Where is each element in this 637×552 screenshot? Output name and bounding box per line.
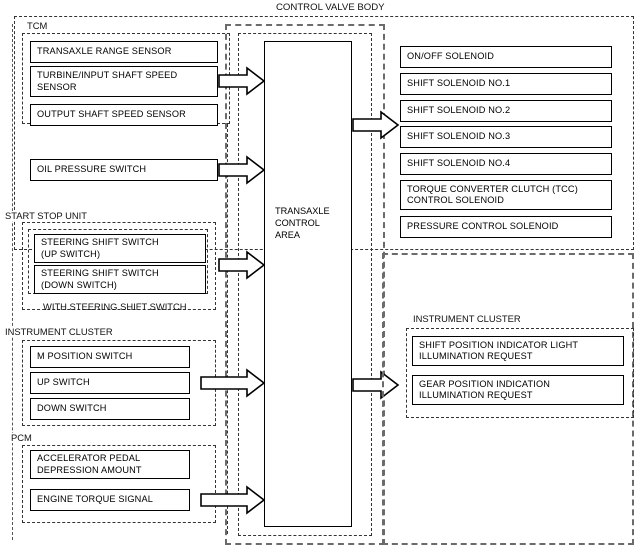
box-m-position-switch[interactable]: M POSITION SWITCH	[30, 346, 190, 368]
box-label: GEAR POSITION INDICATION ILLUMINATION RE…	[419, 378, 551, 401]
arrow-steering-switch-to-transaxle	[218, 250, 266, 280]
frame-title-instrument-cluster-right: INSTRUMENT CLUSTER	[410, 314, 524, 324]
frame-transaxle-outer	[225, 24, 385, 545]
box-label: STEERING SHIFT SWITCH (UP SWITCH)	[41, 237, 159, 259]
box-label: UP SWITCH	[37, 377, 90, 388]
box-shift-solenoid-no3[interactable]: SHIFT SOLENOID NO.3	[400, 126, 612, 148]
frame-title-with-steering-shift-switch: WITH STEERING SHIFT SWITCH	[43, 301, 187, 312]
box-transaxle-range-sensor[interactable]: TRANSAXLE RANGE SENSOR	[30, 41, 218, 63]
box-output-shaft-speed-sensor[interactable]: OUTPUT SHAFT SPEED SENSOR	[30, 104, 218, 126]
box-label: SHIFT POSITION INDICATOR LIGHT ILLUMINAT…	[419, 339, 579, 362]
box-shift-position-indicator-light-illumination-request[interactable]: SHIFT POSITION INDICATOR LIGHT ILLUMINAT…	[412, 336, 624, 366]
box-torque-converter-clutch-control-solenoid[interactable]: TORQUE CONVERTER CLUTCH (TCC) CONTROL SO…	[400, 180, 612, 210]
diagram-title: CONTROL VALVE BODY	[276, 2, 385, 13]
arrow-transaxle-to-solenoids	[352, 110, 400, 140]
frame-title-start-stop-unit: START STOP UNIT	[2, 211, 90, 221]
box-label: TRANSAXLE CONTROL AREA	[275, 206, 330, 240]
frame-title-pcm: PCM	[8, 433, 35, 443]
frame-transaxle-inner	[238, 33, 372, 536]
box-shift-solenoid-no1[interactable]: SHIFT SOLENOID NO.1	[400, 73, 612, 95]
box-label: ACCELERATOR PEDAL DEPRESSION AMOUNT	[37, 453, 142, 475]
box-steering-shift-switch-down[interactable]: STEERING SHIFT SWITCH (DOWN SWITCH)	[34, 265, 206, 294]
frame-input-bus-left-rail	[12, 24, 236, 540]
box-pressure-control-solenoid[interactable]: PRESSURE CONTROL SOLENOID	[400, 216, 612, 238]
frame-start-stop-unit	[22, 222, 216, 310]
box-label: SHIFT SOLENOID NO.4	[407, 158, 511, 169]
arrow-pcm-to-transaxle	[200, 485, 266, 515]
box-down-switch[interactable]: DOWN SWITCH	[30, 398, 190, 420]
box-label: M POSITION SWITCH	[37, 351, 133, 362]
arrow-oil-pressure-to-transaxle	[218, 155, 266, 185]
box-label: DOWN SWITCH	[37, 403, 107, 414]
box-label: PRESSURE CONTROL SOLENOID	[407, 221, 559, 232]
box-gear-position-indication-illumination-request[interactable]: GEAR POSITION INDICATION ILLUMINATION RE…	[412, 375, 624, 405]
arrow-tcm-to-transaxle	[218, 66, 266, 96]
box-label: SHIFT SOLENOID NO.2	[407, 105, 511, 116]
box-label: TRANSAXLE RANGE SENSOR	[37, 46, 172, 57]
arrow-transaxle-to-instrument-cluster	[352, 370, 400, 400]
box-accelerator-pedal-depression-amount[interactable]: ACCELERATOR PEDAL DEPRESSION AMOUNT	[30, 450, 190, 479]
box-label: ENGINE TORQUE SIGNAL	[37, 494, 153, 505]
box-label: TORQUE CONVERTER CLUTCH (TCC) CONTROL SO…	[407, 183, 578, 206]
box-label: SHIFT SOLENOID NO.1	[407, 78, 511, 89]
box-label: OIL PRESSURE SWITCH	[37, 164, 147, 175]
box-transaxle-control-area[interactable]: TRANSAXLE CONTROL AREA	[264, 41, 352, 527]
box-label: TURBINE/INPUT SHAFT SPEED SENSOR	[37, 70, 178, 92]
frame-title-instrument-cluster-left: INSTRUMENT CLUSTER	[2, 327, 116, 337]
box-label: SHIFT SOLENOID NO.3	[407, 131, 511, 142]
box-shift-solenoid-no2[interactable]: SHIFT SOLENOID NO.2	[400, 100, 612, 122]
frame-pcm	[22, 445, 216, 523]
frame-instrument-cluster-right	[406, 328, 634, 418]
box-label: ON/OFF SOLENOID	[407, 51, 494, 62]
divider-input-bus-vertical	[227, 124, 228, 534]
box-shift-solenoid-no4[interactable]: SHIFT SOLENOID NO.4	[400, 153, 612, 175]
box-engine-torque-signal[interactable]: ENGINE TORQUE SIGNAL	[30, 489, 190, 511]
box-on-off-solenoid[interactable]: ON/OFF SOLENOID	[400, 46, 612, 68]
box-turbine-input-shaft-speed-sensor[interactable]: TURBINE/INPUT SHAFT SPEED SENSOR	[30, 66, 218, 97]
box-up-switch[interactable]: UP SWITCH	[30, 372, 190, 394]
box-steering-shift-switch-up[interactable]: STEERING SHIFT SWITCH (UP SWITCH)	[34, 234, 206, 263]
arrow-instrument-cluster-to-transaxle	[200, 368, 266, 398]
box-oil-pressure-switch[interactable]: OIL PRESSURE SWITCH	[30, 159, 218, 181]
frame-title-tcm: TCM	[24, 21, 51, 31]
box-label: OUTPUT SHAFT SPEED SENSOR	[37, 109, 186, 120]
box-label: STEERING SHIFT SWITCH (DOWN SWITCH)	[41, 268, 159, 290]
